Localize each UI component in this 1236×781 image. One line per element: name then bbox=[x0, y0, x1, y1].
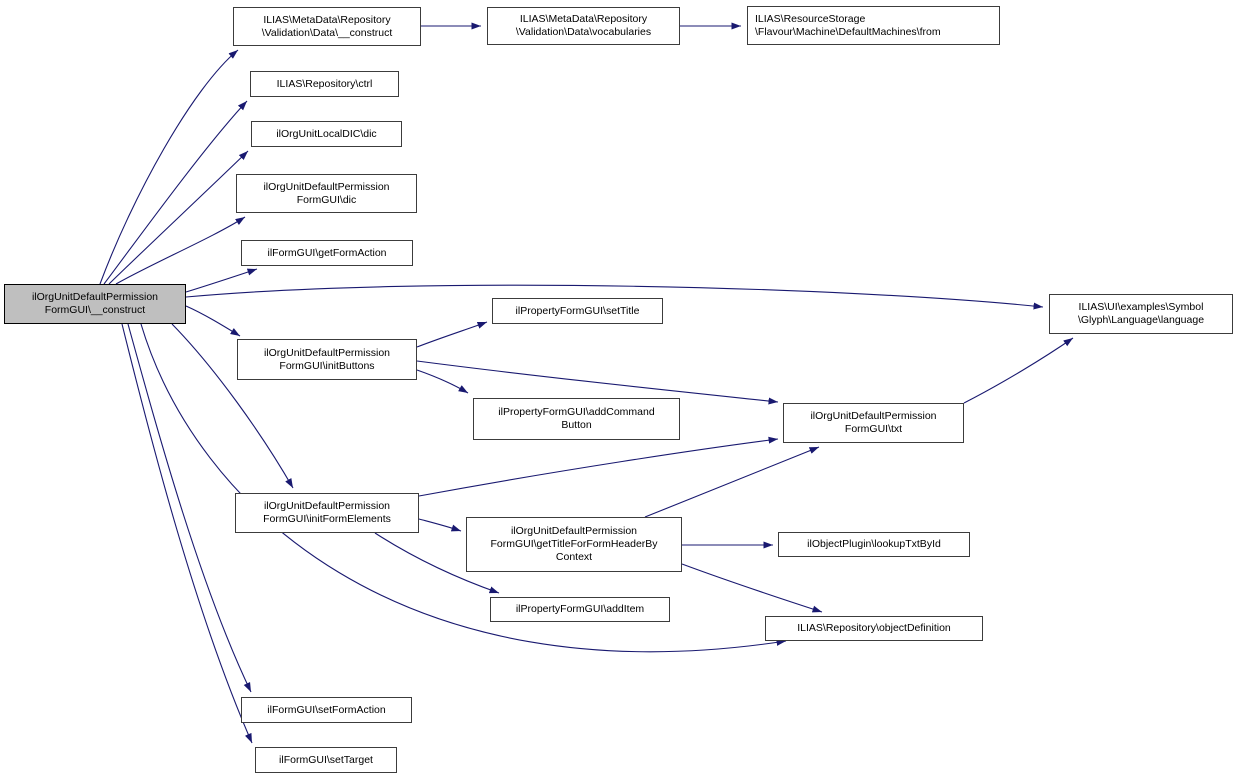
node-glyph-language[interactable]: ILIAS\UI\examples\Symbol \Glyph\Language… bbox=[1049, 294, 1233, 334]
node-object-definition[interactable]: ILIAS\Repository\objectDefinition bbox=[765, 616, 983, 641]
node-orgunit-local-dic[interactable]: ilOrgUnitLocalDIC\dic bbox=[251, 121, 402, 147]
node-add-command-button[interactable]: ilPropertyFormGUI\addCommand Button bbox=[473, 398, 680, 440]
edge-txt-to-language bbox=[963, 337, 1074, 404]
edge-construct-to-init-buttons bbox=[185, 305, 241, 337]
node-get-form-action[interactable]: ilFormGUI\getFormAction bbox=[241, 240, 413, 266]
edge-init-buttons-to-add-command-button bbox=[416, 369, 469, 394]
node-set-target[interactable]: ilFormGUI\setTarget bbox=[255, 747, 397, 773]
edge-init-form-elements-to-get-title bbox=[418, 518, 462, 532]
edge-construct-to-language bbox=[185, 284, 1044, 310]
edge-init-form-elements-to-txt bbox=[418, 436, 779, 497]
node-init-form-elements[interactable]: ilOrgUnitDefaultPermission FormGUI\initF… bbox=[235, 493, 419, 533]
edge-construct-to-set-form-action bbox=[127, 323, 252, 693]
node-formgui-dic[interactable]: ilOrgUnitDefaultPermission FormGUI\dic bbox=[236, 174, 417, 213]
node-add-item[interactable]: ilPropertyFormGUI\addItem bbox=[490, 597, 670, 622]
edge-construct-to-ctrl bbox=[103, 100, 248, 285]
node-get-title-for-form-header-by-context[interactable]: ilOrgUnitDefaultPermission FormGUI\getTi… bbox=[466, 517, 682, 572]
edge-get-title-to-txt bbox=[644, 446, 820, 518]
edge-construct-to-init-form-elements bbox=[171, 323, 294, 489]
edge-construct-to-formgui-dic bbox=[115, 216, 246, 285]
node-formgui-txt[interactable]: ilOrgUnitDefaultPermission FormGUI\txt bbox=[783, 403, 964, 443]
node-set-form-action[interactable]: ilFormGUI\setFormAction bbox=[241, 697, 412, 723]
node-set-title[interactable]: ilPropertyFormGUI\setTitle bbox=[492, 298, 663, 324]
edge-get-title-to-object-definition bbox=[681, 563, 823, 613]
node-default-machines-from[interactable]: ILIAS\ResourceStorage \Flavour\Machine\D… bbox=[747, 6, 1000, 45]
node-init-buttons[interactable]: ilOrgUnitDefaultPermission FormGUI\initB… bbox=[237, 339, 417, 380]
node-repository-ctrl[interactable]: ILIAS\Repository\ctrl bbox=[250, 71, 399, 97]
node-metadata-validation-data-construct[interactable]: ILIAS\MetaData\Repository \Validation\Da… bbox=[233, 7, 421, 46]
edge-construct-to-local-dic bbox=[108, 150, 249, 285]
edge-construct-to-get-form-action bbox=[185, 268, 258, 293]
node-lookup-txt-by-id[interactable]: ilObjectPlugin\lookupTxtById bbox=[778, 532, 970, 557]
edge-init-buttons-to-txt bbox=[416, 360, 779, 405]
node-validation-data-vocabularies[interactable]: ILIAS\MetaData\Repository \Validation\Da… bbox=[487, 7, 680, 45]
edge-init-buttons-to-set-title bbox=[416, 321, 488, 348]
edge-construct-to-set-target bbox=[121, 323, 253, 744]
node-formgui-construct[interactable]: ilOrgUnitDefaultPermission FormGUI\__con… bbox=[4, 284, 186, 324]
edge-construct-to-metadata-construct bbox=[99, 49, 239, 285]
edge-init-form-elements-to-add-item bbox=[374, 532, 500, 594]
edge-construct-to-object-definition bbox=[140, 323, 787, 653]
